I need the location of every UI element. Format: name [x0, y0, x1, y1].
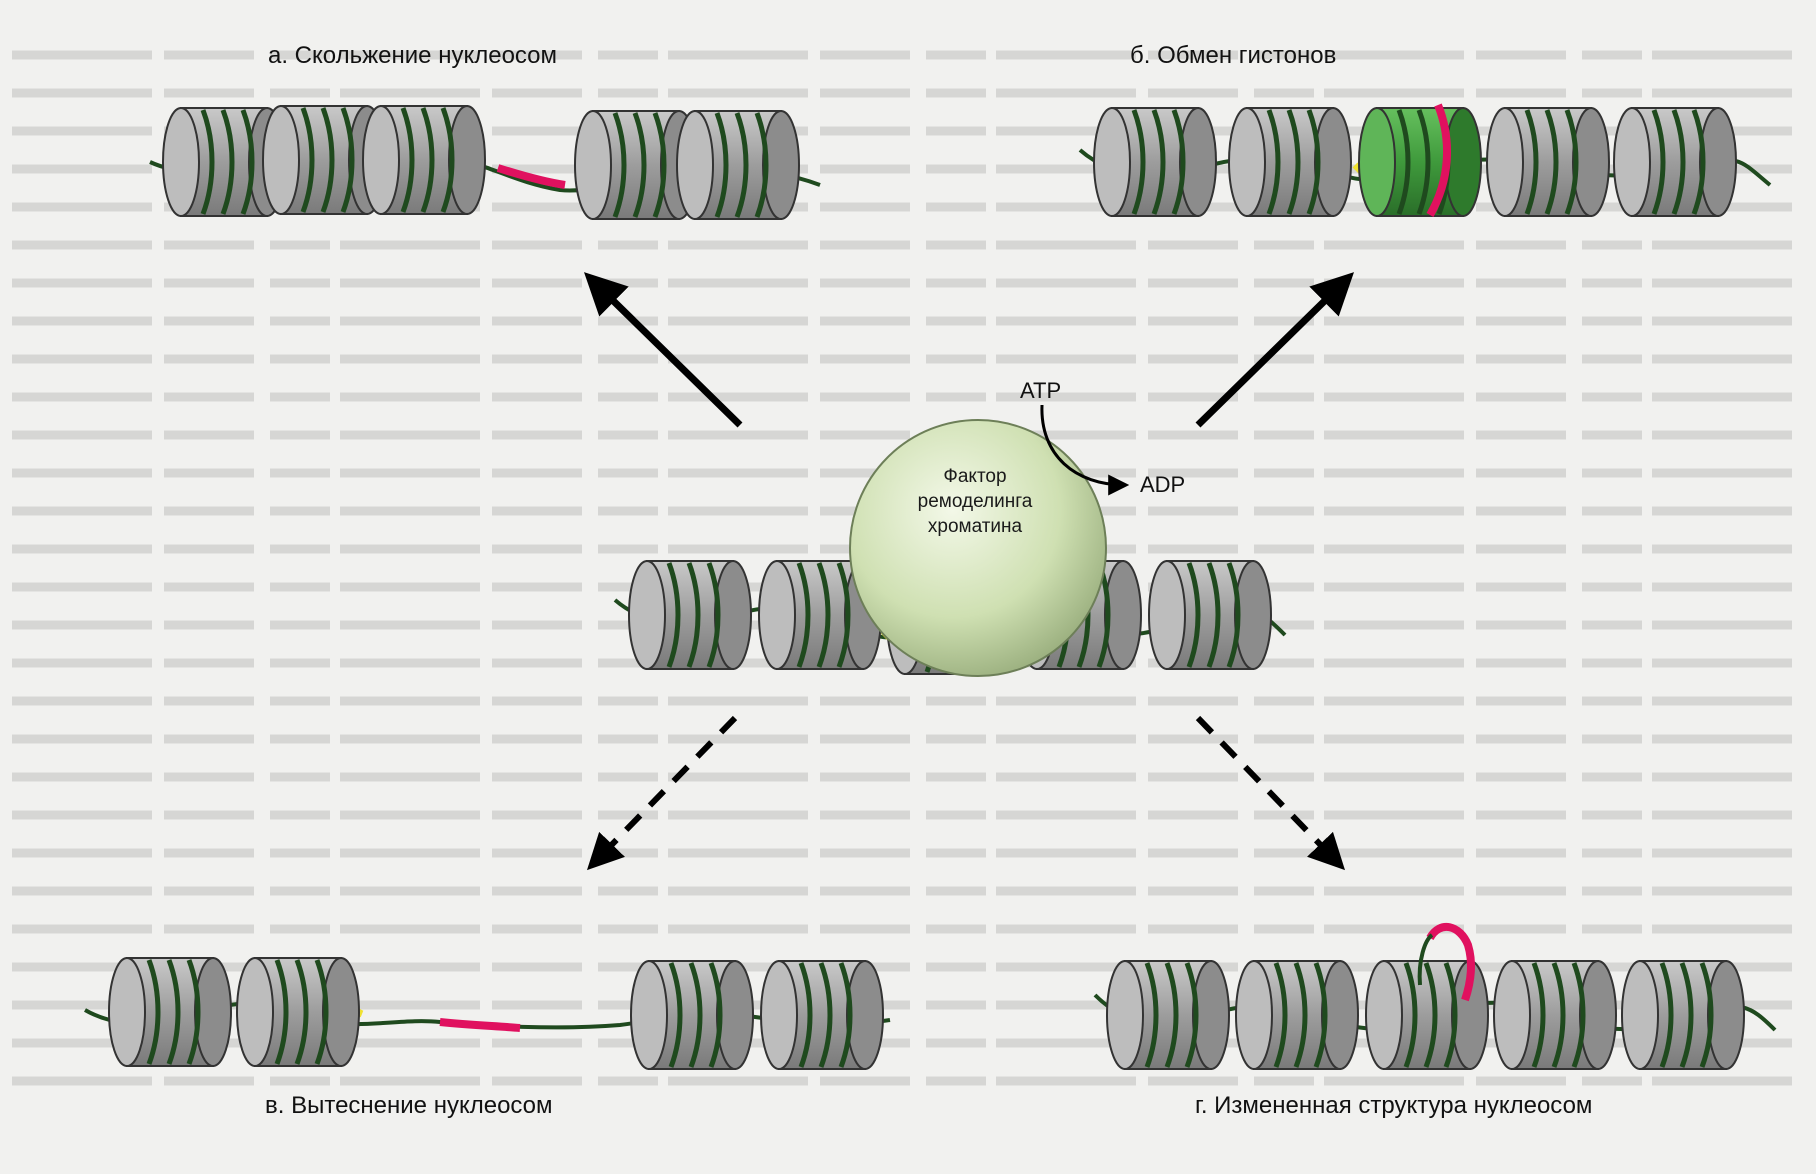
nucleosome-center-11 [629, 561, 751, 669]
nucleosome-g-20 [1107, 961, 1229, 1069]
nucleosome-b-8 [1359, 108, 1481, 216]
nucleosome-g-23 [1494, 961, 1616, 1069]
nucleosome-center-15 [1149, 561, 1271, 669]
factor-label-line-2: ремоделинга [918, 491, 1033, 512]
caption-eviction: в. Вытеснение нуклеосом [265, 1092, 553, 1119]
nucleosome-b-9 [1487, 108, 1609, 216]
nucleosome-b-7 [1229, 108, 1351, 216]
nucleosome-v-17 [237, 958, 359, 1066]
nucleosome-v-16 [109, 958, 231, 1066]
atp-label: ATP [1020, 378, 1061, 403]
nucleosome-v-19 [761, 961, 883, 1069]
nucleosome-g-24 [1622, 961, 1744, 1069]
caption-altered-structure: г. Измененная структура нуклеосом [1195, 1092, 1592, 1119]
nucleosome-a-3 [363, 106, 485, 214]
factor-label-line-1: Фактор [943, 466, 1006, 487]
caption-sliding: а. Скольжение нуклеосом [268, 42, 557, 69]
factor-label-line-3: хроматина [928, 516, 1023, 537]
caption-histone-exchange: б. Обмен гистонов [1130, 42, 1336, 69]
nucleosome-a-5 [677, 111, 799, 219]
nucleosome-v-18 [631, 961, 753, 1069]
adp-label: ADP [1140, 472, 1185, 497]
remodeling-factor [850, 420, 1106, 676]
remodeling-factor-ball [850, 420, 1106, 676]
nucleosome-b-6 [1094, 108, 1216, 216]
nucleosome-g-21 [1236, 961, 1358, 1069]
nucleosome-b-10 [1614, 108, 1736, 216]
